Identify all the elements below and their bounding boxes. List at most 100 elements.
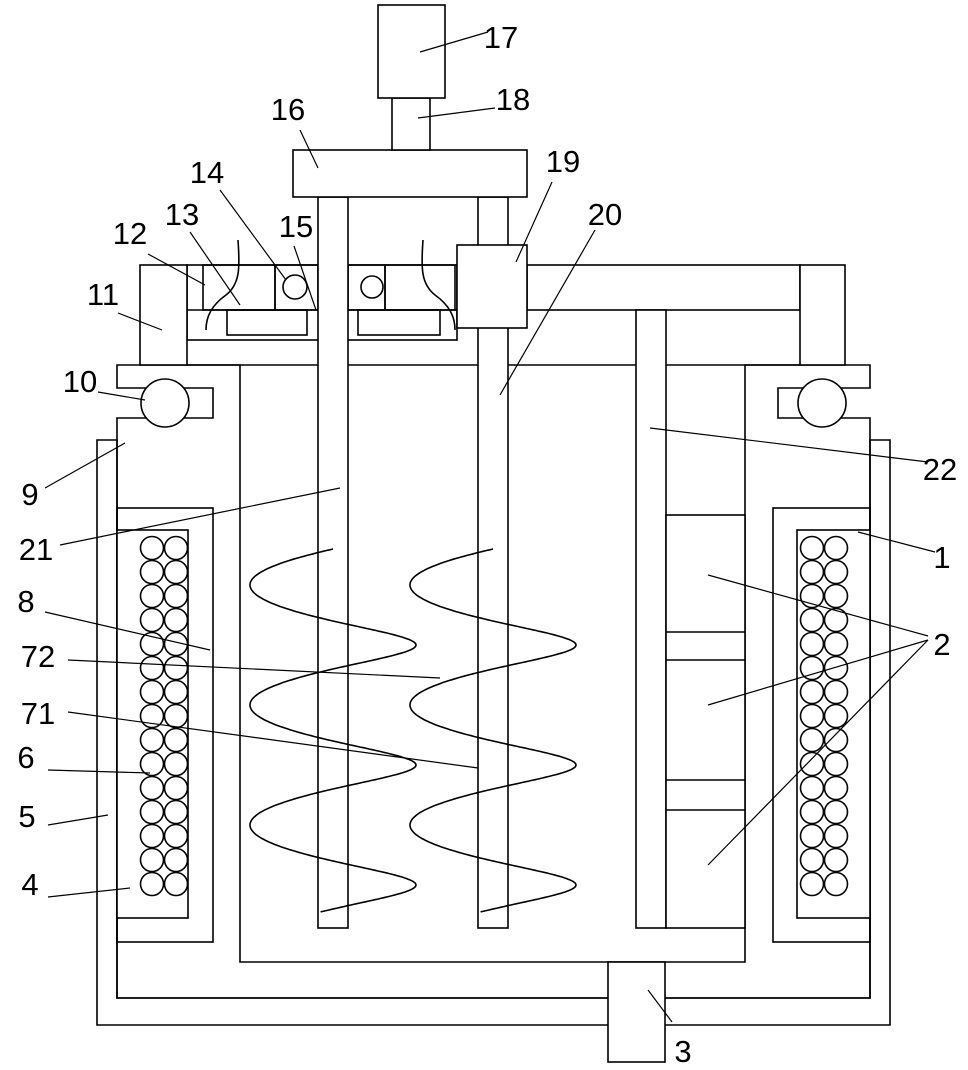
left-heating-ball [165, 657, 188, 680]
right-heating-ball [825, 777, 848, 800]
right-heating-ball [801, 801, 824, 824]
leader-9 [45, 443, 125, 488]
right-heating-ball [825, 585, 848, 608]
left-heating-ball [141, 801, 164, 824]
left-heating-ball [141, 825, 164, 848]
right-heating-ball [801, 537, 824, 560]
left-heating-ball [141, 633, 164, 656]
stirring-shaft-21 [318, 197, 348, 928]
right-heating-ball [825, 609, 848, 632]
left-heating-ball [141, 657, 164, 680]
crossbar-16 [293, 150, 527, 197]
right-heating-ball [801, 633, 824, 656]
support-post-11 [140, 265, 187, 365]
right-heating-ball [825, 537, 848, 560]
label-12: 12 [113, 216, 147, 251]
left-heating-ball [141, 609, 164, 632]
label-22: 22 [923, 452, 957, 487]
motor-17 [378, 5, 445, 98]
left-heating-ball [165, 825, 188, 848]
label-2: 2 [933, 627, 950, 662]
left-heating-ball [141, 849, 164, 872]
output-shaft-18 [392, 98, 430, 150]
right-heating-ball [801, 849, 824, 872]
left-heating-ball [165, 801, 188, 824]
leader-22 [650, 428, 928, 462]
left-heating-ball [165, 681, 188, 704]
ball-14 [283, 275, 307, 299]
label-71: 71 [21, 696, 55, 731]
label-18: 18 [496, 82, 530, 117]
left-heating-ball [165, 609, 188, 632]
label-3: 3 [674, 1034, 691, 1069]
right-heating-ball [801, 561, 824, 584]
left-heating-ball [165, 777, 188, 800]
left-heating-ball [141, 777, 164, 800]
bearing-ball-right [798, 379, 846, 427]
right-heating-ball [825, 657, 848, 680]
label-20: 20 [588, 197, 622, 232]
leader-10 [98, 392, 145, 400]
scraper-blades-2 [666, 515, 745, 928]
label-15: 15 [279, 209, 313, 244]
right-heating-ball [801, 681, 824, 704]
support-post-right [800, 265, 845, 365]
label-8: 8 [17, 584, 34, 619]
leader-21 [60, 488, 340, 545]
left-heating-ball [141, 681, 164, 704]
right-heating-ball [801, 729, 824, 752]
label-10: 10 [63, 364, 97, 399]
left-heating-ball [165, 729, 188, 752]
drain-pipe-3 [608, 962, 665, 1062]
right-heating-ball [825, 849, 848, 872]
left-heating-ball [165, 849, 188, 872]
right-heating-ball [801, 777, 824, 800]
bearing-ball-10 [141, 379, 189, 427]
right-heating-ball [825, 633, 848, 656]
left-heating-ball [141, 537, 164, 560]
left-heating-ball [141, 585, 164, 608]
connecting-pipe [527, 265, 800, 310]
left-heating-ball [141, 873, 164, 896]
right-heating-ball [825, 825, 848, 848]
label-14: 14 [190, 155, 224, 190]
right-heating-ball [825, 705, 848, 728]
label-1: 1 [933, 540, 950, 575]
right-heating-ball [801, 825, 824, 848]
label-4: 4 [21, 867, 38, 902]
label-21: 21 [19, 532, 53, 567]
right-heating-ball [825, 681, 848, 704]
right-heating-ball [825, 753, 848, 776]
right-heating-ball [825, 801, 848, 824]
left-heating-ball [165, 705, 188, 728]
label-16: 16 [271, 92, 305, 127]
right-heating-ball [825, 561, 848, 584]
right-heating-ball [801, 753, 824, 776]
left-heating-ball [165, 873, 188, 896]
label-13: 13 [165, 197, 199, 232]
left-heating-ball [141, 753, 164, 776]
left-heating-ball [165, 753, 188, 776]
right-heating-ball [801, 609, 824, 632]
left-heating-ball [165, 585, 188, 608]
gear-box-19 [457, 245, 527, 328]
left-heating-ball [141, 561, 164, 584]
left-heating-ball [141, 729, 164, 752]
label-19: 19 [546, 144, 580, 179]
label-11: 11 [87, 277, 119, 312]
label-6: 6 [17, 740, 34, 775]
label-17: 17 [484, 20, 518, 55]
right-heating-ball [825, 873, 848, 896]
leader-5 [48, 815, 108, 825]
ball-right [361, 276, 383, 298]
left-heating-ball [165, 537, 188, 560]
left-heating-ball [165, 561, 188, 584]
right-heating-ball [801, 873, 824, 896]
scraper-rod-22 [636, 310, 666, 928]
label-5: 5 [18, 799, 35, 834]
label-9: 9 [21, 477, 38, 512]
right-heating-ball [825, 729, 848, 752]
label-72: 72 [21, 639, 55, 674]
right-heating-ball [801, 705, 824, 728]
